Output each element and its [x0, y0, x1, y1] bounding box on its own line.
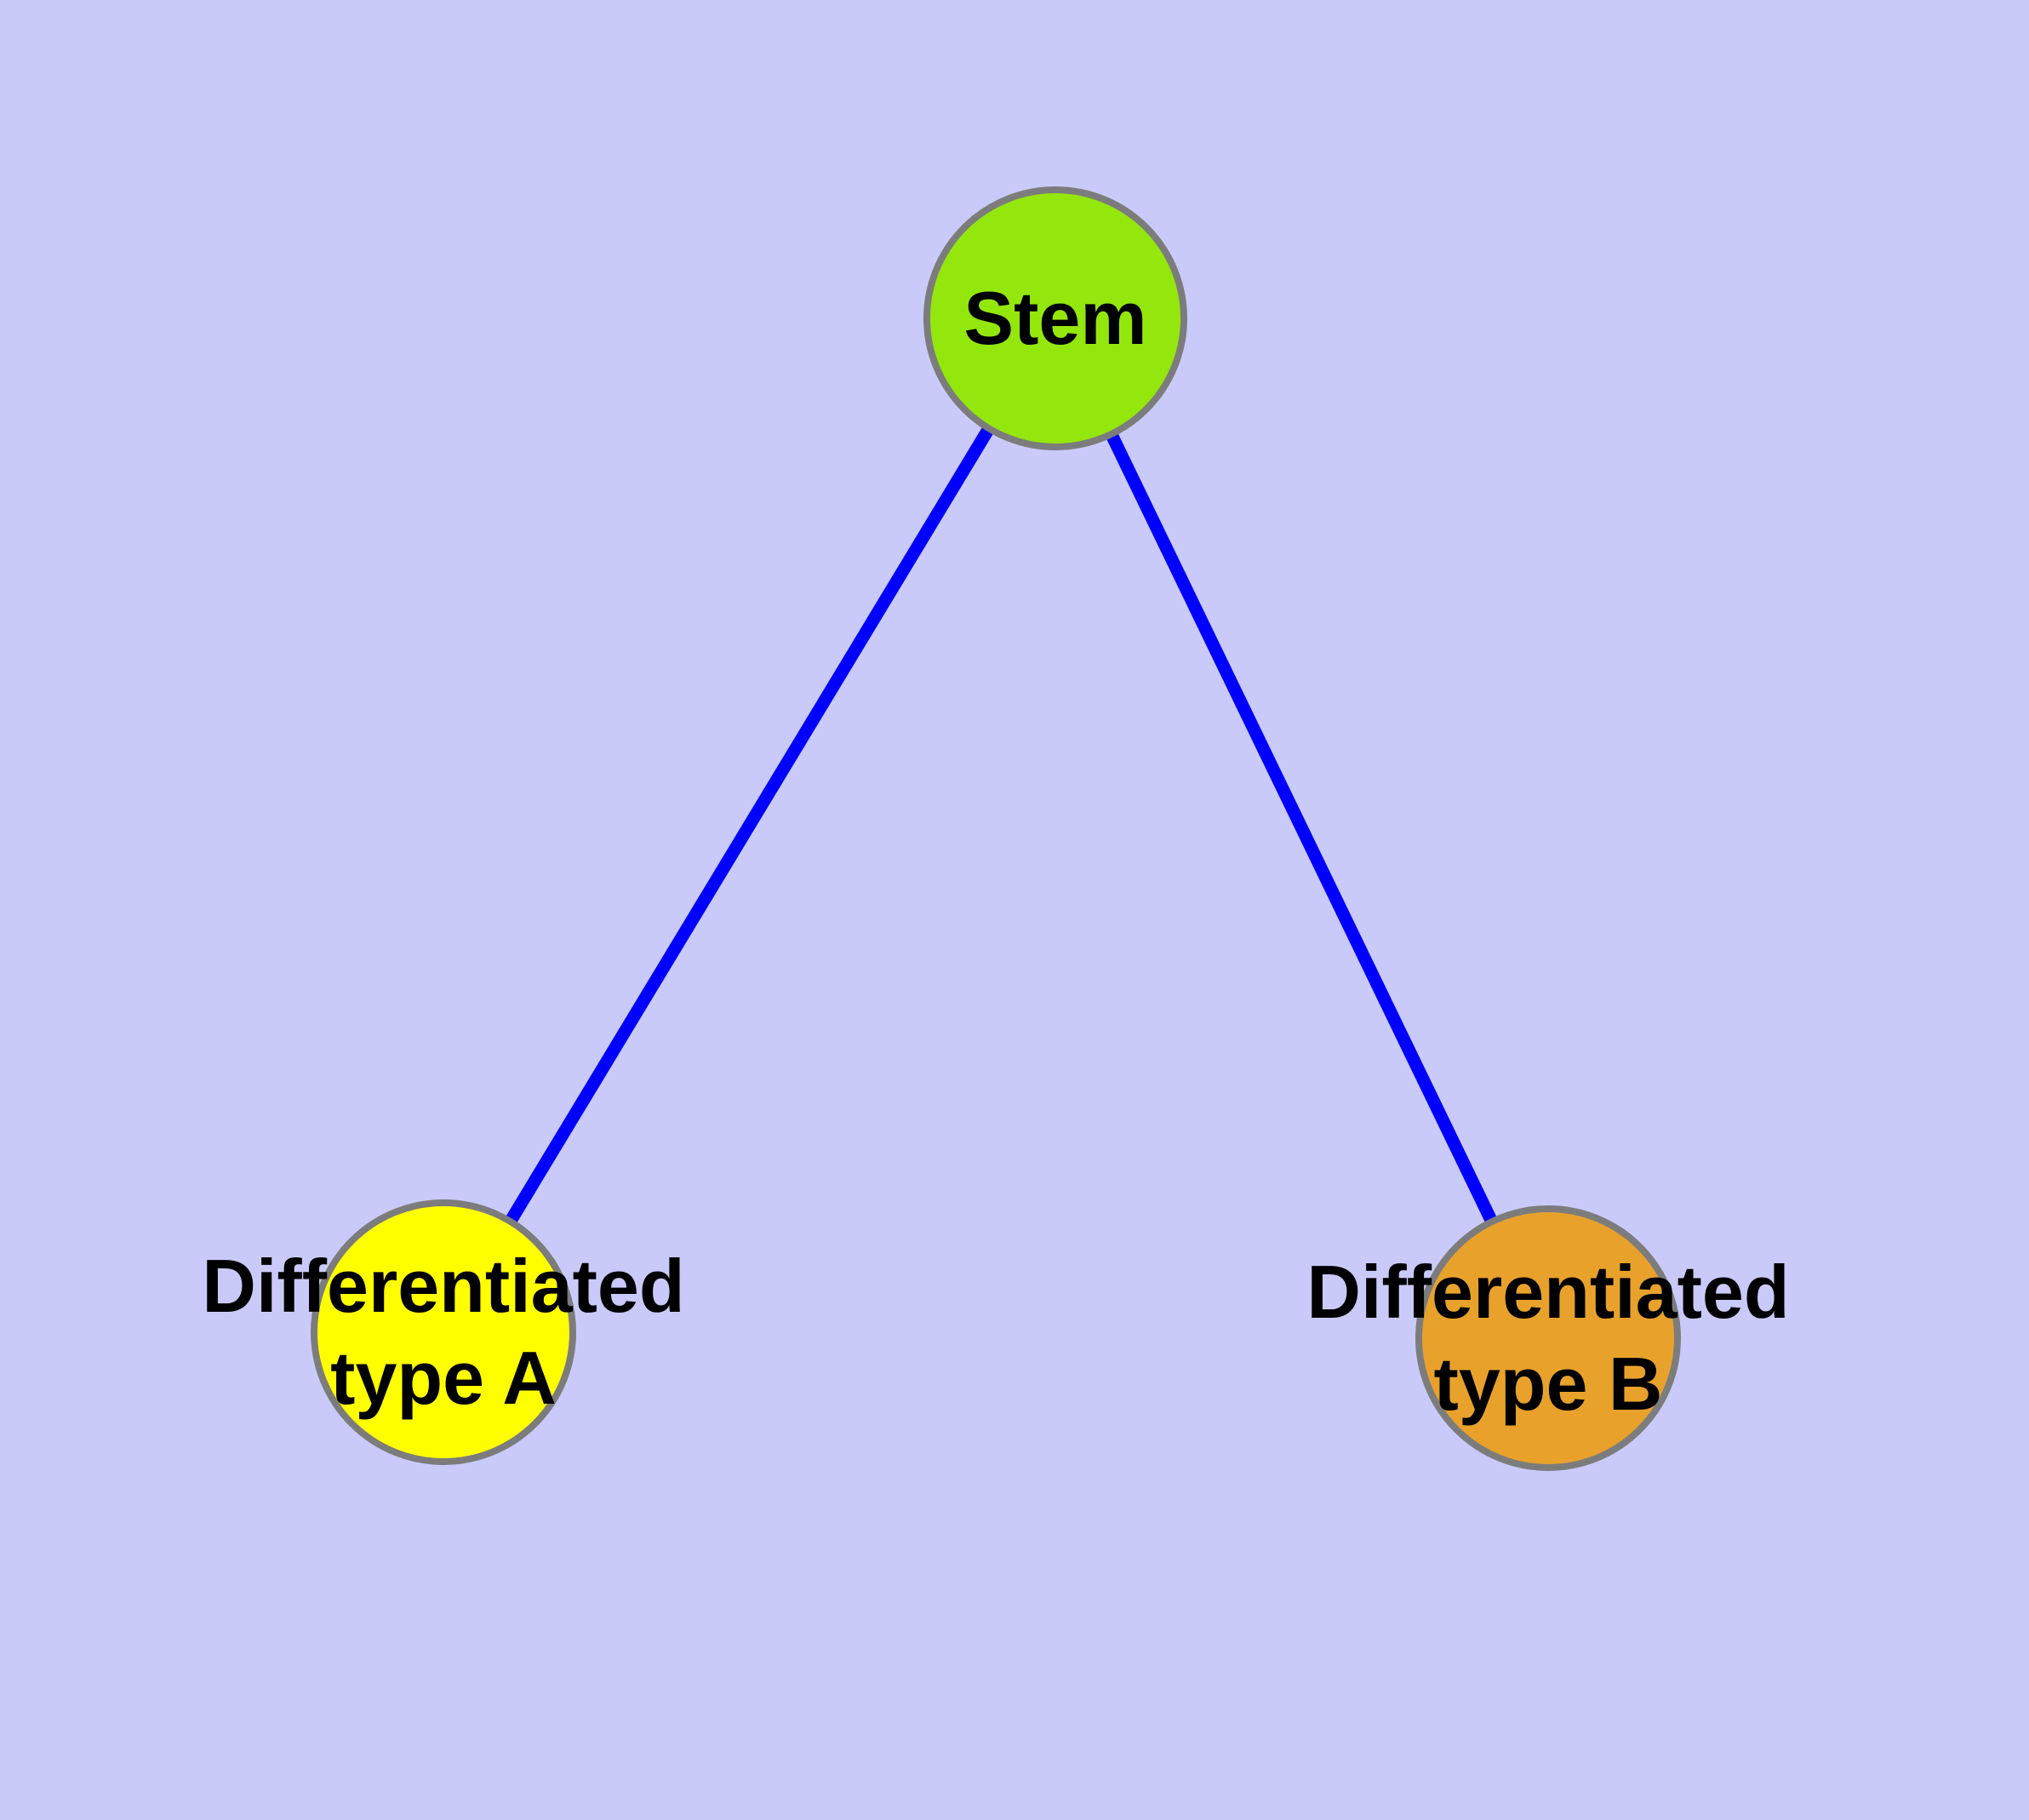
- node-differentiated-type-a: [311, 1199, 576, 1465]
- node-differentiated-type-b: [1415, 1205, 1681, 1471]
- edge-stem-to-differentiated-type-b: [1049, 315, 1554, 1342]
- node-stem: [923, 186, 1187, 450]
- edge-stem-to-differentiated-type-a: [437, 315, 1061, 1336]
